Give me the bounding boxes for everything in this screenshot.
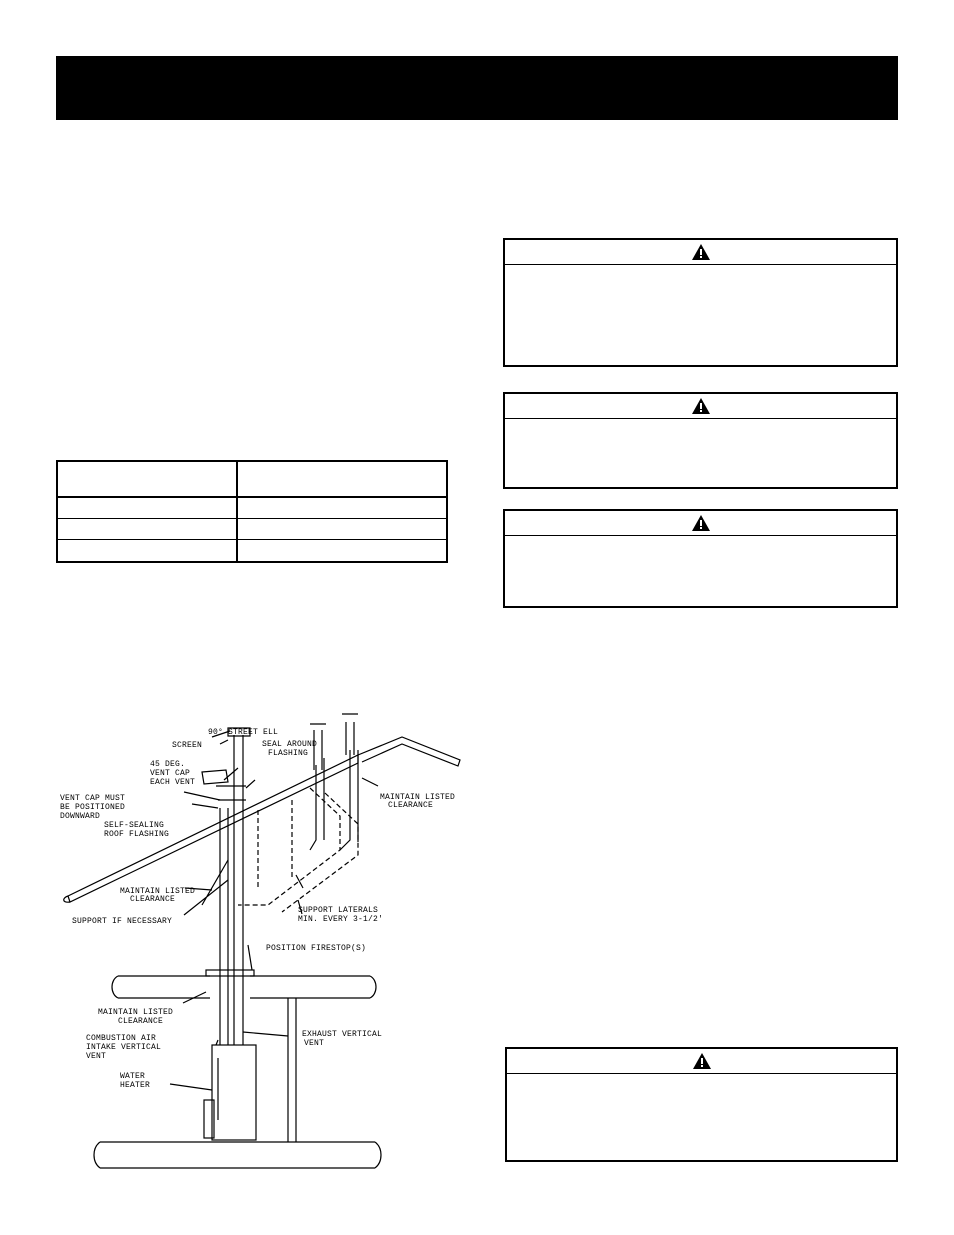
label-self-sealing: SELF-SEALING (104, 821, 164, 830)
label-intake-vertical: INTAKE VERTICAL (86, 1043, 161, 1052)
label-maintain-mid: MAINTAIN LISTED (120, 887, 195, 896)
label-support-if-necessary: SUPPORT IF NECESSARY (72, 917, 172, 926)
label-screen: SCREEN (172, 741, 202, 750)
label-min-every: MIN. EVERY 3-1/2' (298, 915, 383, 924)
label-vent-intake: VENT (86, 1052, 106, 1061)
table-header-divider (58, 496, 446, 498)
label-position-firestop: POSITION FIRESTOP(S) (266, 944, 366, 953)
warning-box-header (505, 394, 896, 419)
label-maintain-right: MAINTAIN LISTED (380, 793, 455, 802)
vertical-vent-diagram: 90° STREET ELL SCREEN SEAL AROUND FLASHI… (60, 713, 461, 1169)
label-vent-cap-45: 45 DEG. (150, 760, 185, 769)
diagram-labels: 90° STREET ELL SCREEN SEAL AROUND FLASHI… (60, 728, 455, 1090)
label-be-positioned: BE POSITIONED (60, 803, 125, 812)
diagram-drawing (63, 713, 461, 1169)
warning-triangle-icon (691, 515, 710, 531)
label-clearance-mid: CLEARANCE (130, 895, 175, 904)
warning-box (503, 509, 898, 608)
label-maintain-low: MAINTAIN LISTED (98, 1008, 173, 1017)
label-roof-flashing: ROOF FLASHING (104, 830, 169, 839)
label-vent-cap-must: VENT CAP MUST (60, 794, 125, 803)
label-seal-around: SEAL AROUND (262, 740, 317, 749)
label-vent-cap: VENT CAP (150, 769, 190, 778)
label-street-ell: 90° STREET ELL (208, 728, 278, 737)
label-support-laterals: SUPPORT LATERALS (298, 906, 378, 915)
warning-box-header (507, 1049, 896, 1074)
label-exhaust-vertical: EXHAUST VERTICAL (302, 1030, 382, 1039)
label-combustion-air: COMBUSTION AIR (86, 1034, 156, 1043)
label-vent-exhaust: VENT (304, 1039, 324, 1048)
table-row-divider (58, 518, 446, 519)
label-each-vent: EACH VENT (150, 778, 195, 787)
label-water: WATER (120, 1072, 145, 1081)
spec-table (56, 460, 448, 563)
warning-box-header (505, 240, 896, 265)
label-clearance-right: CLEARANCE (388, 801, 433, 810)
label-flashing: FLASHING (268, 749, 308, 758)
label-heater: HEATER (120, 1081, 150, 1090)
header-bar (56, 56, 898, 120)
warning-box (505, 1047, 898, 1162)
warning-box (503, 392, 898, 489)
warning-box-header (505, 511, 896, 536)
warning-triangle-icon (691, 244, 710, 260)
warning-box (503, 238, 898, 367)
table-row-divider (58, 539, 446, 540)
label-clearance-low: CLEARANCE (118, 1017, 163, 1026)
warning-triangle-icon (691, 398, 710, 414)
label-downward: DOWNWARD (60, 812, 100, 821)
warning-triangle-icon (692, 1053, 711, 1069)
table-column-divider (236, 462, 238, 561)
